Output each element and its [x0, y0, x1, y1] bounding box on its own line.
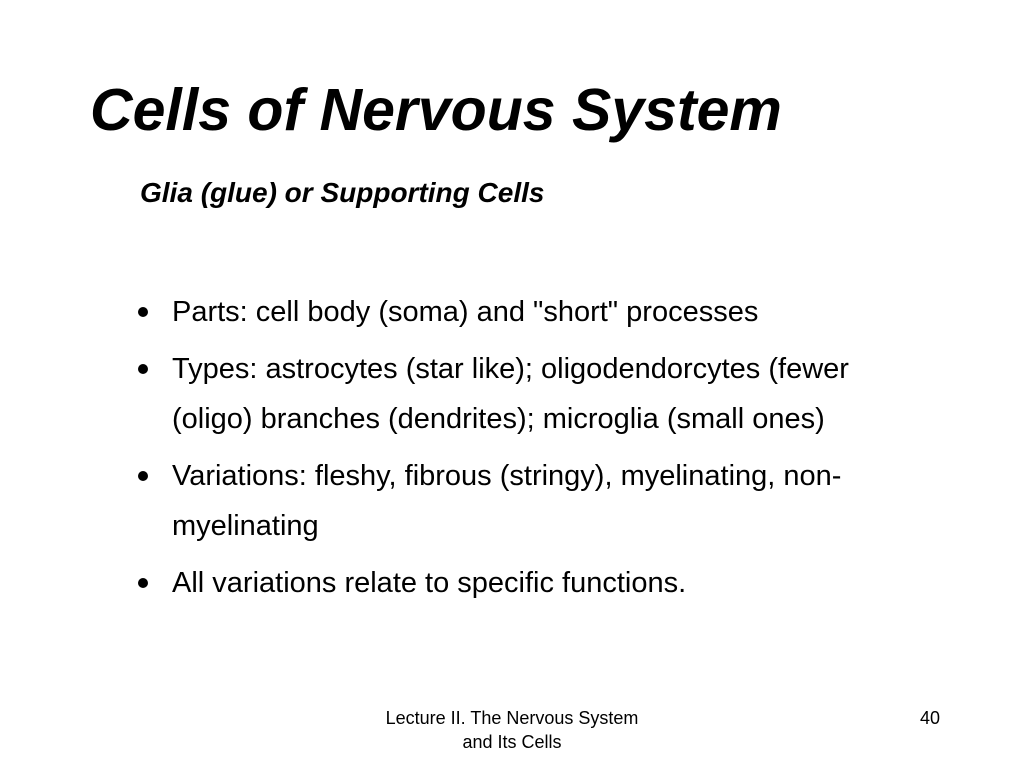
bullet-text: Variations: fleshy, fibrous (stringy), m… [172, 460, 842, 542]
bullet-item: Variations: fleshy, fibrous (stringy), m… [138, 451, 918, 551]
bullet-item: All variations relate to specific functi… [138, 558, 918, 608]
bullet-text: All variations relate to specific functi… [172, 567, 687, 599]
bullet-text: Types: astrocytes (star like); oligodend… [172, 353, 849, 435]
footer-line-1: Lecture II. The Nervous System [385, 708, 639, 728]
bullet-dot-icon [138, 307, 148, 317]
footer-line-2: and Its Cells [462, 732, 562, 752]
slide-subtitle: Glia (glue) or Supporting Cells [140, 177, 545, 208]
slide-title: Cells of Nervous System [90, 77, 782, 143]
page-number: 40 [919, 708, 940, 728]
bullet-dot-icon [138, 364, 148, 374]
bullet-dot-icon [138, 471, 148, 481]
bullet-text: Parts: cell body (soma) and "short" proc… [172, 296, 759, 328]
bullet-dot-icon [138, 578, 148, 588]
footer-lecture-title: Lecture II. The Nervous System and Its C… [352, 706, 672, 754]
bullet-item: Types: astrocytes (star like); oligodend… [138, 344, 918, 444]
bullet-item: Parts: cell body (soma) and "short" proc… [138, 287, 918, 337]
bullet-list: Parts: cell body (soma) and "short" proc… [138, 287, 918, 615]
